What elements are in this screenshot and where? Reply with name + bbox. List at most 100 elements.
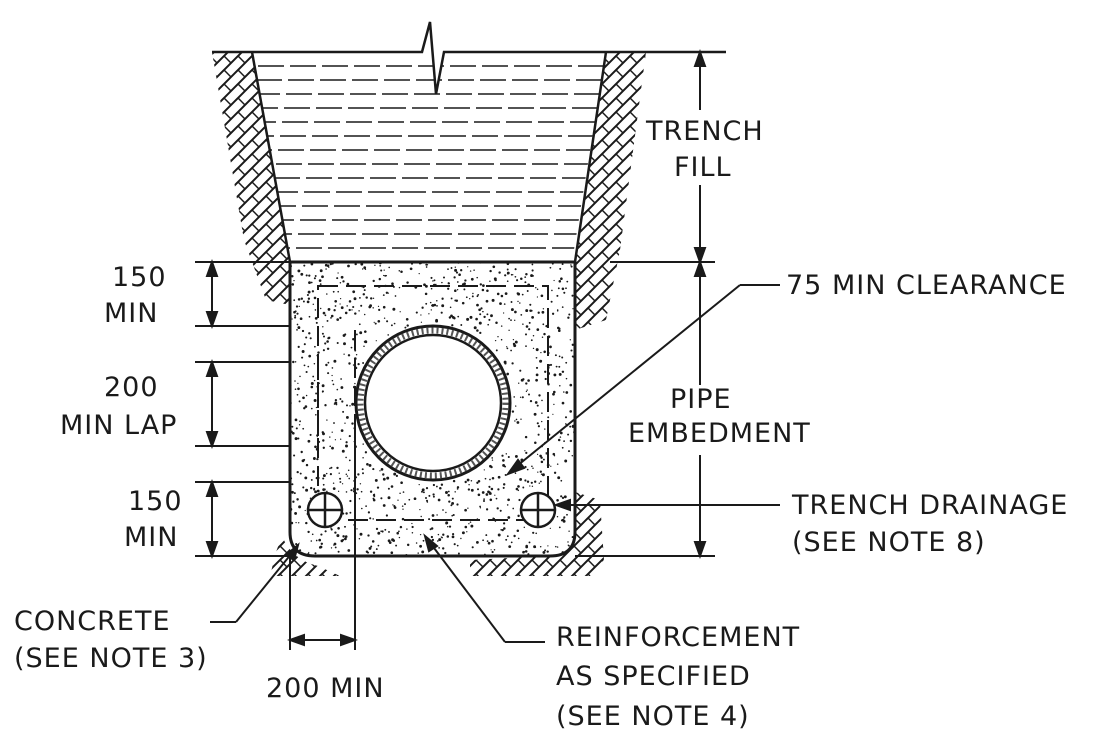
stipple-dot — [457, 552, 460, 555]
stipple-dot — [356, 528, 358, 530]
stipple-dot — [557, 476, 561, 480]
stipple-dot — [531, 316, 534, 319]
stipple-dot — [485, 508, 489, 511]
stipple-dot — [369, 517, 372, 520]
stipple-dot — [358, 323, 361, 326]
stipple-dot — [319, 307, 322, 310]
stipple-dot — [348, 477, 351, 480]
stipple-dot — [524, 281, 527, 284]
stipple-dot — [324, 530, 327, 533]
stipple-dot — [387, 292, 390, 294]
stipple-dot — [362, 443, 364, 445]
stipple-dot — [302, 300, 305, 303]
stipple-dot — [519, 302, 521, 304]
stipple-dot — [570, 264, 572, 266]
stipple-dot — [442, 533, 445, 536]
stipple-dot — [479, 283, 482, 286]
stipple-dot — [334, 439, 337, 441]
stipple-dot — [395, 474, 399, 478]
stipple-dot — [357, 362, 360, 366]
stipple-dot — [513, 344, 517, 348]
stipple-dot — [332, 487, 336, 490]
stipple-dot — [293, 454, 296, 457]
stipple-dot — [322, 439, 325, 442]
stipple-dot — [550, 300, 553, 303]
stipple-dot — [563, 440, 565, 442]
stipple-dot — [476, 276, 478, 279]
stipple-dot — [429, 301, 432, 304]
stipple-dot — [440, 483, 444, 486]
stipple-dot — [489, 478, 491, 481]
stipple-dot — [405, 317, 409, 321]
stipple-dot — [296, 393, 299, 396]
stipple-dot — [377, 319, 381, 323]
stipple-dot — [315, 321, 318, 324]
stipple-dot — [514, 472, 517, 474]
stipple-dot — [406, 528, 408, 530]
stipple-dot — [419, 508, 421, 511]
stipple-dot — [436, 514, 438, 516]
stipple-dot — [374, 478, 378, 482]
stipple-dot — [556, 310, 559, 312]
stipple-dot — [343, 353, 345, 355]
stipple-dot — [298, 505, 302, 509]
stipple-dot — [536, 328, 540, 331]
stipple-dot — [473, 326, 477, 330]
stipple-dot — [322, 311, 326, 315]
stipple-dot — [297, 298, 301, 301]
stipple-dot — [419, 544, 422, 548]
stipple-dot — [477, 493, 481, 497]
stipple-dot — [340, 275, 344, 279]
stipple-dot — [475, 317, 478, 321]
stipple-dot — [313, 399, 317, 402]
stipple-dot — [573, 389, 575, 392]
stipple-dot — [517, 514, 520, 518]
stipple-dot — [334, 401, 338, 405]
stipple-dot — [448, 500, 451, 503]
drainage-pipes — [306, 491, 557, 529]
stipple-dot — [339, 316, 342, 320]
stipple-dot — [375, 340, 377, 342]
trench-fill-label-1: TRENCH — [645, 116, 764, 147]
stipple-dot — [346, 475, 349, 477]
stipple-dot — [506, 347, 509, 350]
side-min-label: 200 MIN — [266, 673, 385, 704]
stipple-dot — [430, 535, 434, 539]
stipple-dot — [512, 507, 515, 510]
stipple-dot — [301, 356, 304, 359]
right-dimensions — [575, 49, 715, 559]
stipple-dot — [541, 412, 543, 414]
stipple-dot — [297, 326, 301, 330]
stipple-dot — [522, 323, 524, 325]
stipple-dot — [362, 268, 364, 270]
stipple-dot — [512, 338, 515, 341]
stipple-dot — [448, 282, 450, 285]
stipple-dot — [514, 454, 518, 458]
stipple-dot — [573, 304, 575, 307]
stipple-dot — [302, 427, 305, 430]
stipple-dot — [550, 465, 552, 467]
stipple-dot — [330, 528, 333, 531]
stipple-dot — [488, 318, 491, 321]
stipple-dot — [531, 485, 534, 487]
stipple-dot — [497, 533, 501, 537]
stipple-dot — [343, 342, 346, 346]
pipe-embedment-label-2: EMBEDMENT — [628, 418, 811, 449]
stipple-dot — [517, 300, 519, 303]
stipple-dot — [541, 420, 543, 423]
stipple-dot — [441, 536, 443, 539]
stipple-dot — [492, 265, 496, 269]
stipple-dot — [567, 450, 571, 453]
stipple-dot — [510, 541, 513, 544]
stipple-dot — [540, 294, 544, 298]
left-dimensions — [195, 259, 358, 650]
stipple-dot — [566, 513, 568, 516]
stipple-dot — [344, 525, 346, 528]
stipple-dot — [317, 351, 320, 354]
stipple-dot — [571, 294, 574, 297]
stipple-dot — [516, 529, 520, 533]
stipple-dot — [290, 477, 293, 480]
stipple-dot — [497, 336, 499, 338]
stipple-dot — [347, 354, 351, 357]
stipple-dot — [569, 425, 572, 428]
